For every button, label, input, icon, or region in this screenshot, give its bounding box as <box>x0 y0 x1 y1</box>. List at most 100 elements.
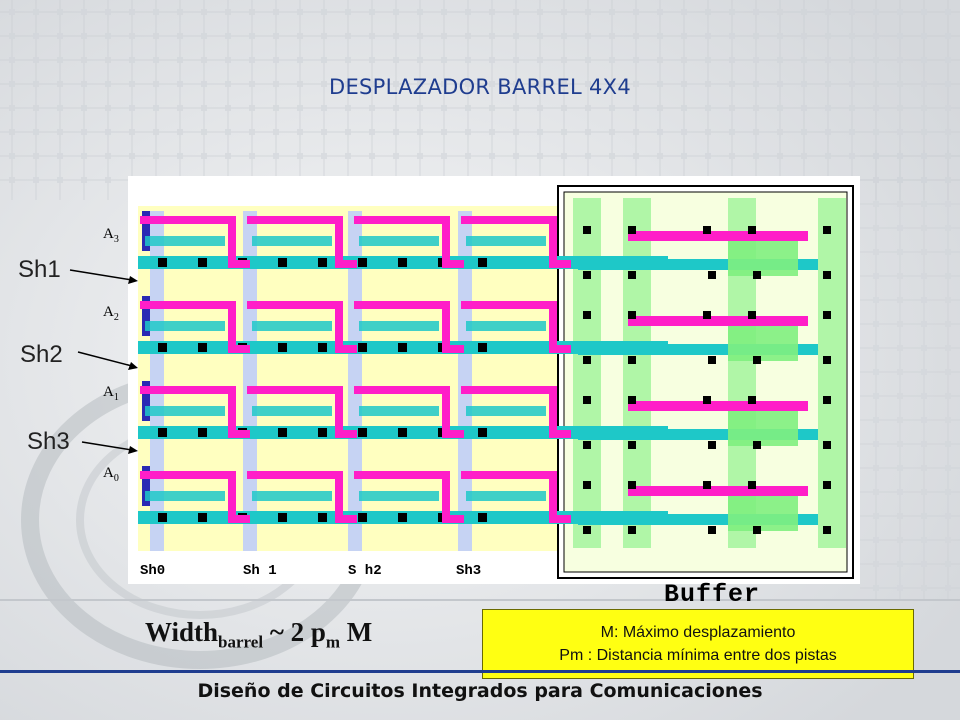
a1-label: A1 <box>103 384 119 403</box>
buffer-metal2-3 <box>628 486 808 496</box>
column-label-sh0: Sh0 <box>140 563 166 579</box>
staircase-h-1-3 <box>461 301 556 309</box>
column-label-sh2: S h2 <box>348 563 382 579</box>
buffer-contact-b-1-0 <box>583 356 591 364</box>
row-contact-0-8 <box>478 258 487 267</box>
width-formula: Widthbarrel ~ 2 pm M <box>145 617 373 652</box>
buffer-contact-a-0-3 <box>748 226 756 234</box>
staircase-h-1-1 <box>247 301 342 309</box>
row-contact-0-6 <box>398 258 407 267</box>
staircase-step-2-3 <box>549 430 571 438</box>
staircase-h-3-2 <box>354 471 449 479</box>
row-contact-0-3 <box>278 258 287 267</box>
staircase-step-0-2 <box>442 260 464 268</box>
buffer-contact-a-0-1 <box>628 226 636 234</box>
legend-line-m: M: Máximo desplazamiento <box>600 624 796 641</box>
buffer-contact-a-3-4 <box>823 481 831 489</box>
buffer-contact-a-2-4 <box>823 396 831 404</box>
a2-label: A2 <box>103 304 119 323</box>
buffer-contact-b-3-1 <box>628 526 636 534</box>
staircase-m1-3-3 <box>466 491 546 501</box>
row-contact-0-4 <box>318 258 327 267</box>
buffer-contact-a-0-2 <box>703 226 711 234</box>
staircase-m1-2-1 <box>252 406 332 416</box>
buffer-contact-b-1-1 <box>628 356 636 364</box>
buffer-metal1-0 <box>578 259 818 270</box>
row-contact-1-3 <box>278 343 287 352</box>
buffer-metal1-1 <box>578 344 818 355</box>
staircase-v-1-1 <box>335 301 343 351</box>
a0-label: A0 <box>103 465 119 484</box>
row-contact-2-8 <box>478 428 487 437</box>
staircase-step-1-1 <box>335 345 357 353</box>
staircase-step-0-1 <box>335 260 357 268</box>
sh1-label: Sh1 <box>18 256 61 283</box>
staircase-v-2-3 <box>549 386 557 436</box>
buffer-contact-a-1-3 <box>748 311 756 319</box>
staircase-m1-2-3 <box>466 406 546 416</box>
buffer-contact-b-2-4 <box>823 441 831 449</box>
row-contact-1-0 <box>158 343 167 352</box>
buffer-contact-b-0-2 <box>708 271 716 279</box>
buffer-diffusion-3 <box>818 198 846 548</box>
row-contact-3-6 <box>398 513 407 522</box>
buffer-metal1-3 <box>578 514 818 525</box>
row-contact-2-1 <box>198 428 207 437</box>
staircase-step-1-3 <box>549 345 571 353</box>
row-contact-1-6 <box>398 343 407 352</box>
buffer-contact-a-2-0 <box>583 396 591 404</box>
staircase-v-1-0 <box>228 301 236 351</box>
buffer-contact-b-1-2 <box>708 356 716 364</box>
buffer-metal2-2 <box>628 401 808 411</box>
buffer-contact-a-0-4 <box>823 226 831 234</box>
buffer-contact-b-1-3 <box>753 356 761 364</box>
row-contact-3-5 <box>358 513 367 522</box>
buffer-contact-a-1-1 <box>628 311 636 319</box>
staircase-h-0-2 <box>354 216 449 224</box>
staircase-m1-2-2 <box>359 406 439 416</box>
staircase-h-2-0 <box>140 386 235 394</box>
buffer-transistor-3 <box>728 496 798 531</box>
buffer-label: Buffer <box>664 580 761 609</box>
barrel-shifter-layout <box>128 176 860 584</box>
row-poly-left-2 <box>142 381 150 421</box>
staircase-m1-3-2 <box>359 491 439 501</box>
staircase-v-0-0 <box>228 216 236 266</box>
staircase-m1-3-0 <box>145 491 225 501</box>
buffer-metal2-1 <box>628 316 808 326</box>
buffer-contact-a-3-3 <box>748 481 756 489</box>
staircase-m1-1-2 <box>359 321 439 331</box>
row-contact-2-0 <box>158 428 167 437</box>
staircase-h-0-3 <box>461 216 556 224</box>
row-contact-0-1 <box>198 258 207 267</box>
buffer-metal2-0 <box>628 231 808 241</box>
buffer-contact-b-0-4 <box>823 271 831 279</box>
buffer-contact-a-3-1 <box>628 481 636 489</box>
staircase-m1-1-1 <box>252 321 332 331</box>
row-contact-1-5 <box>358 343 367 352</box>
buffer-transistor-1 <box>728 326 798 361</box>
column-label-sh1: Sh 1 <box>243 563 277 579</box>
staircase-step-2-0 <box>228 430 250 438</box>
staircase-h-3-0 <box>140 471 235 479</box>
staircase-m1-1-3 <box>466 321 546 331</box>
buffer-contact-a-3-2 <box>703 481 711 489</box>
staircase-h-1-0 <box>140 301 235 309</box>
buffer-contact-a-2-1 <box>628 396 636 404</box>
staircase-v-2-2 <box>442 386 450 436</box>
row-contact-2-5 <box>358 428 367 437</box>
staircase-v-0-1 <box>335 216 343 266</box>
shifter-column-2 <box>348 211 362 551</box>
staircase-h-2-2 <box>354 386 449 394</box>
buffer-contact-b-3-4 <box>823 526 831 534</box>
staircase-step-2-2 <box>442 430 464 438</box>
legend-line-pm: Pm : Distancia mínima entre dos pistas <box>559 647 837 664</box>
row-contact-1-8 <box>478 343 487 352</box>
buffer-inner <box>563 191 848 573</box>
buffer-diffusion-0 <box>573 198 601 548</box>
staircase-m1-0-0 <box>145 236 225 246</box>
sh3-label: Sh3 <box>27 428 70 455</box>
legend-note-box: M: Máximo desplazamiento Pm : Distancia … <box>482 609 914 679</box>
row-contact-3-8 <box>478 513 487 522</box>
row-contact-1-1 <box>198 343 207 352</box>
